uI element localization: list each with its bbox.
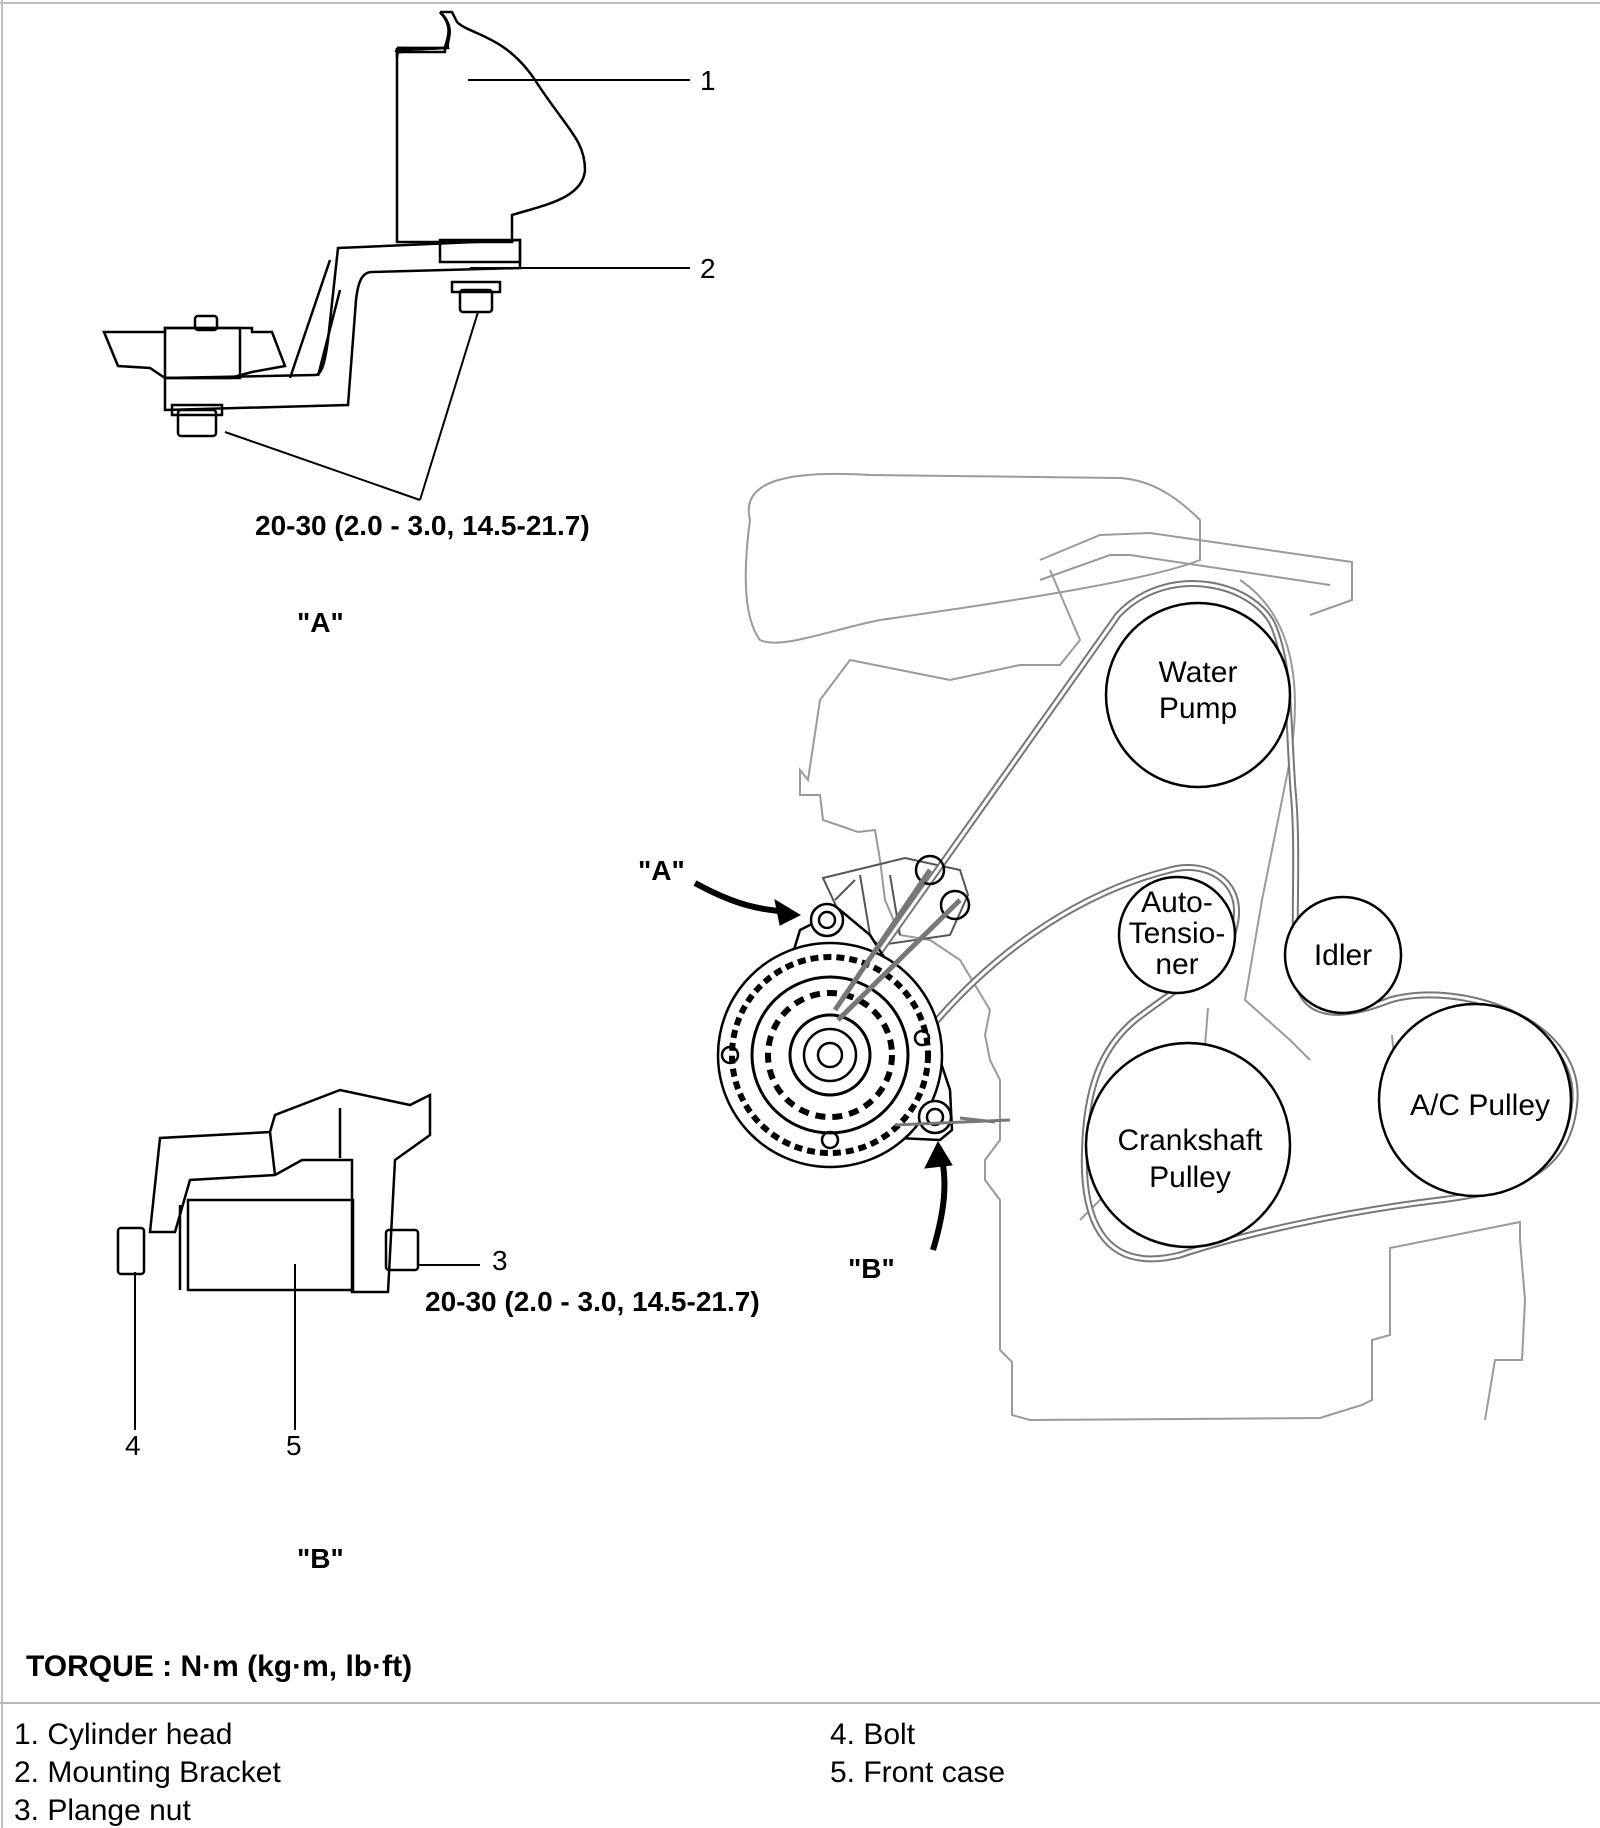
water-pump-pulley [1104,601,1292,789]
pulley-set [1084,601,1573,1249]
detail-b-torque: 20-30 (2.0 - 3.0, 14.5-21.7) [425,1286,760,1317]
legend-item-1: 1. Cylinder head [14,1718,233,1751]
callout-4: 4 [125,1430,141,1461]
alternator-upper-mount [809,902,845,938]
ac-pulley [1377,1002,1573,1198]
water-pump-label-line2: Pump [1159,692,1237,725]
auto-tensioner-label-line3: ner [1155,948,1198,981]
crankshaft-pulley [1084,1041,1292,1249]
drive-belt [837,580,1579,1263]
auto-tensioner-label-line1: Auto- [1141,886,1213,919]
crankshaft-label-line2: Pulley [1149,1161,1231,1194]
idler-pulley [1283,895,1403,1015]
alternator [716,854,1011,1169]
crankshaft-label-line1: Crankshaft [1117,1124,1263,1157]
legend-item-4: 4. Bolt [830,1718,916,1751]
flange-nut-upper [458,288,494,314]
flange-nut-lower [176,408,218,438]
legend-item-3: 3. Plange nut [14,1794,191,1827]
alternator-lower-mount [917,1099,953,1135]
detail-b-label: "B" [297,1543,344,1574]
callout-3: 3 [492,1245,508,1276]
ac-pulley-label: A/C Pulley [1410,1089,1550,1122]
auto-tensioner-pulley [1117,875,1237,995]
water-pump-label-line1: Water [1159,656,1238,689]
flange-nut-b [384,1228,420,1272]
torque-units-note: TORQUE : N·m (kg·m, lb·ft) [26,1650,413,1683]
callout-2: 2 [700,253,716,284]
detail-b-drawing [116,1088,480,1430]
legend-divider [0,1702,1600,1704]
pointer-a-label: "A" [638,855,685,886]
bolt-head [116,1226,146,1276]
pointer-b-label: "B" [848,1253,895,1284]
callout-1: 1 [700,65,716,96]
mounting-bracket [163,238,522,412]
auto-tensioner-label-line2: Tensio- [1129,917,1226,950]
detail-a-drawing [102,10,690,501]
pointer-arrows [693,880,953,1251]
legend-item-2: 2. Mounting Bracket [14,1756,281,1789]
callout-5: 5 [286,1430,302,1461]
front-case [186,1198,355,1292]
detail-a-label: "A" [297,607,344,638]
cylinder-head [396,11,450,54]
legend-item-5: 5. Front case [830,1756,1006,1789]
detail-a-torque: 20-30 (2.0 - 3.0, 14.5-21.7) [255,510,590,541]
idler-label: Idler [1314,939,1372,972]
